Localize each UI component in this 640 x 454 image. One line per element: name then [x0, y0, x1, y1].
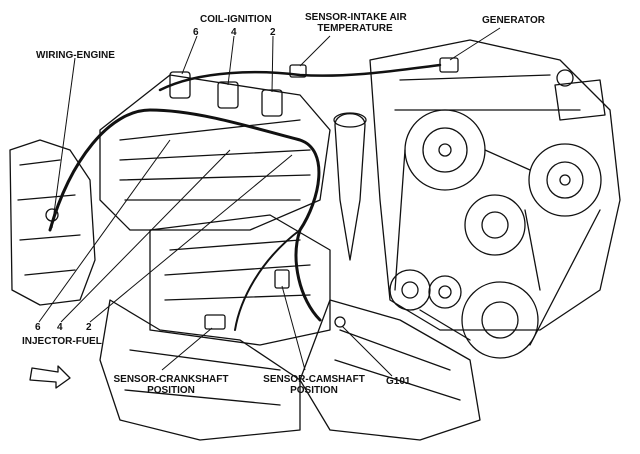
pulley-top: [404, 109, 486, 191]
oil-pan: [99, 299, 301, 441]
label-injector-6: 6: [35, 322, 41, 333]
pulley-small-left: [389, 269, 431, 311]
label-coil-6: 6: [193, 27, 199, 38]
cam-sensor: [274, 269, 290, 289]
coil-2: [261, 89, 283, 117]
cam-line1: SENSOR-CAMSHAFT: [263, 374, 365, 385]
label-coil-ignition: COIL-IGNITION: [200, 14, 272, 25]
iat-line1: SENSOR-INTAKE AIR: [305, 12, 407, 23]
oil-filler: [334, 113, 366, 261]
label-injector-fuel: INJECTOR-FUEL: [22, 336, 102, 347]
generator-connector: [439, 57, 459, 73]
pulley-idler: [428, 275, 462, 309]
label-coil-2: 2: [270, 27, 276, 38]
label-injector-2: 2: [86, 322, 92, 333]
coil-6: [169, 71, 191, 99]
iat-line2: TEMPERATURE: [317, 23, 393, 34]
cam-line2: POSITION: [290, 385, 338, 396]
reservoir: [554, 79, 606, 121]
fwd-arrow: [29, 365, 71, 389]
intake-manifold: [149, 214, 331, 346]
label-sensor-crankshaft-position: SENSOR-CRANKSHAFT POSITION: [112, 374, 230, 396]
pulley-right: [528, 143, 602, 217]
label-sensor-intake-air-temperature: SENSOR-INTAKE AIR TEMPERATURE: [305, 12, 407, 34]
label-g101: G101: [386, 376, 411, 387]
bellhousing-outline: [9, 139, 96, 306]
coil-4: [217, 81, 239, 109]
crank-sensor: [204, 314, 226, 330]
label-generator: GENERATOR: [482, 15, 545, 26]
label-injector-4: 4: [57, 322, 63, 333]
label-coil-4: 4: [231, 27, 237, 38]
wiring-harness: [48, 108, 322, 322]
pulley-bottom: [461, 281, 539, 359]
g101-ground: [334, 316, 346, 328]
label-sensor-camshaft-position: SENSOR-CAMSHAFT POSITION: [258, 374, 370, 396]
valve-cover-left: [99, 74, 331, 231]
serpentine-belt: [394, 149, 601, 346]
right-bank: [369, 39, 621, 331]
crank-line1: SENSOR-CRANKSHAFT: [113, 374, 229, 385]
pulley-mid: [464, 194, 526, 256]
label-wiring-engine: WIRING-ENGINE: [36, 50, 115, 61]
front-cover: [299, 299, 481, 441]
crank-line2: POSITION: [147, 385, 195, 396]
iat-sensor: [289, 64, 307, 78]
